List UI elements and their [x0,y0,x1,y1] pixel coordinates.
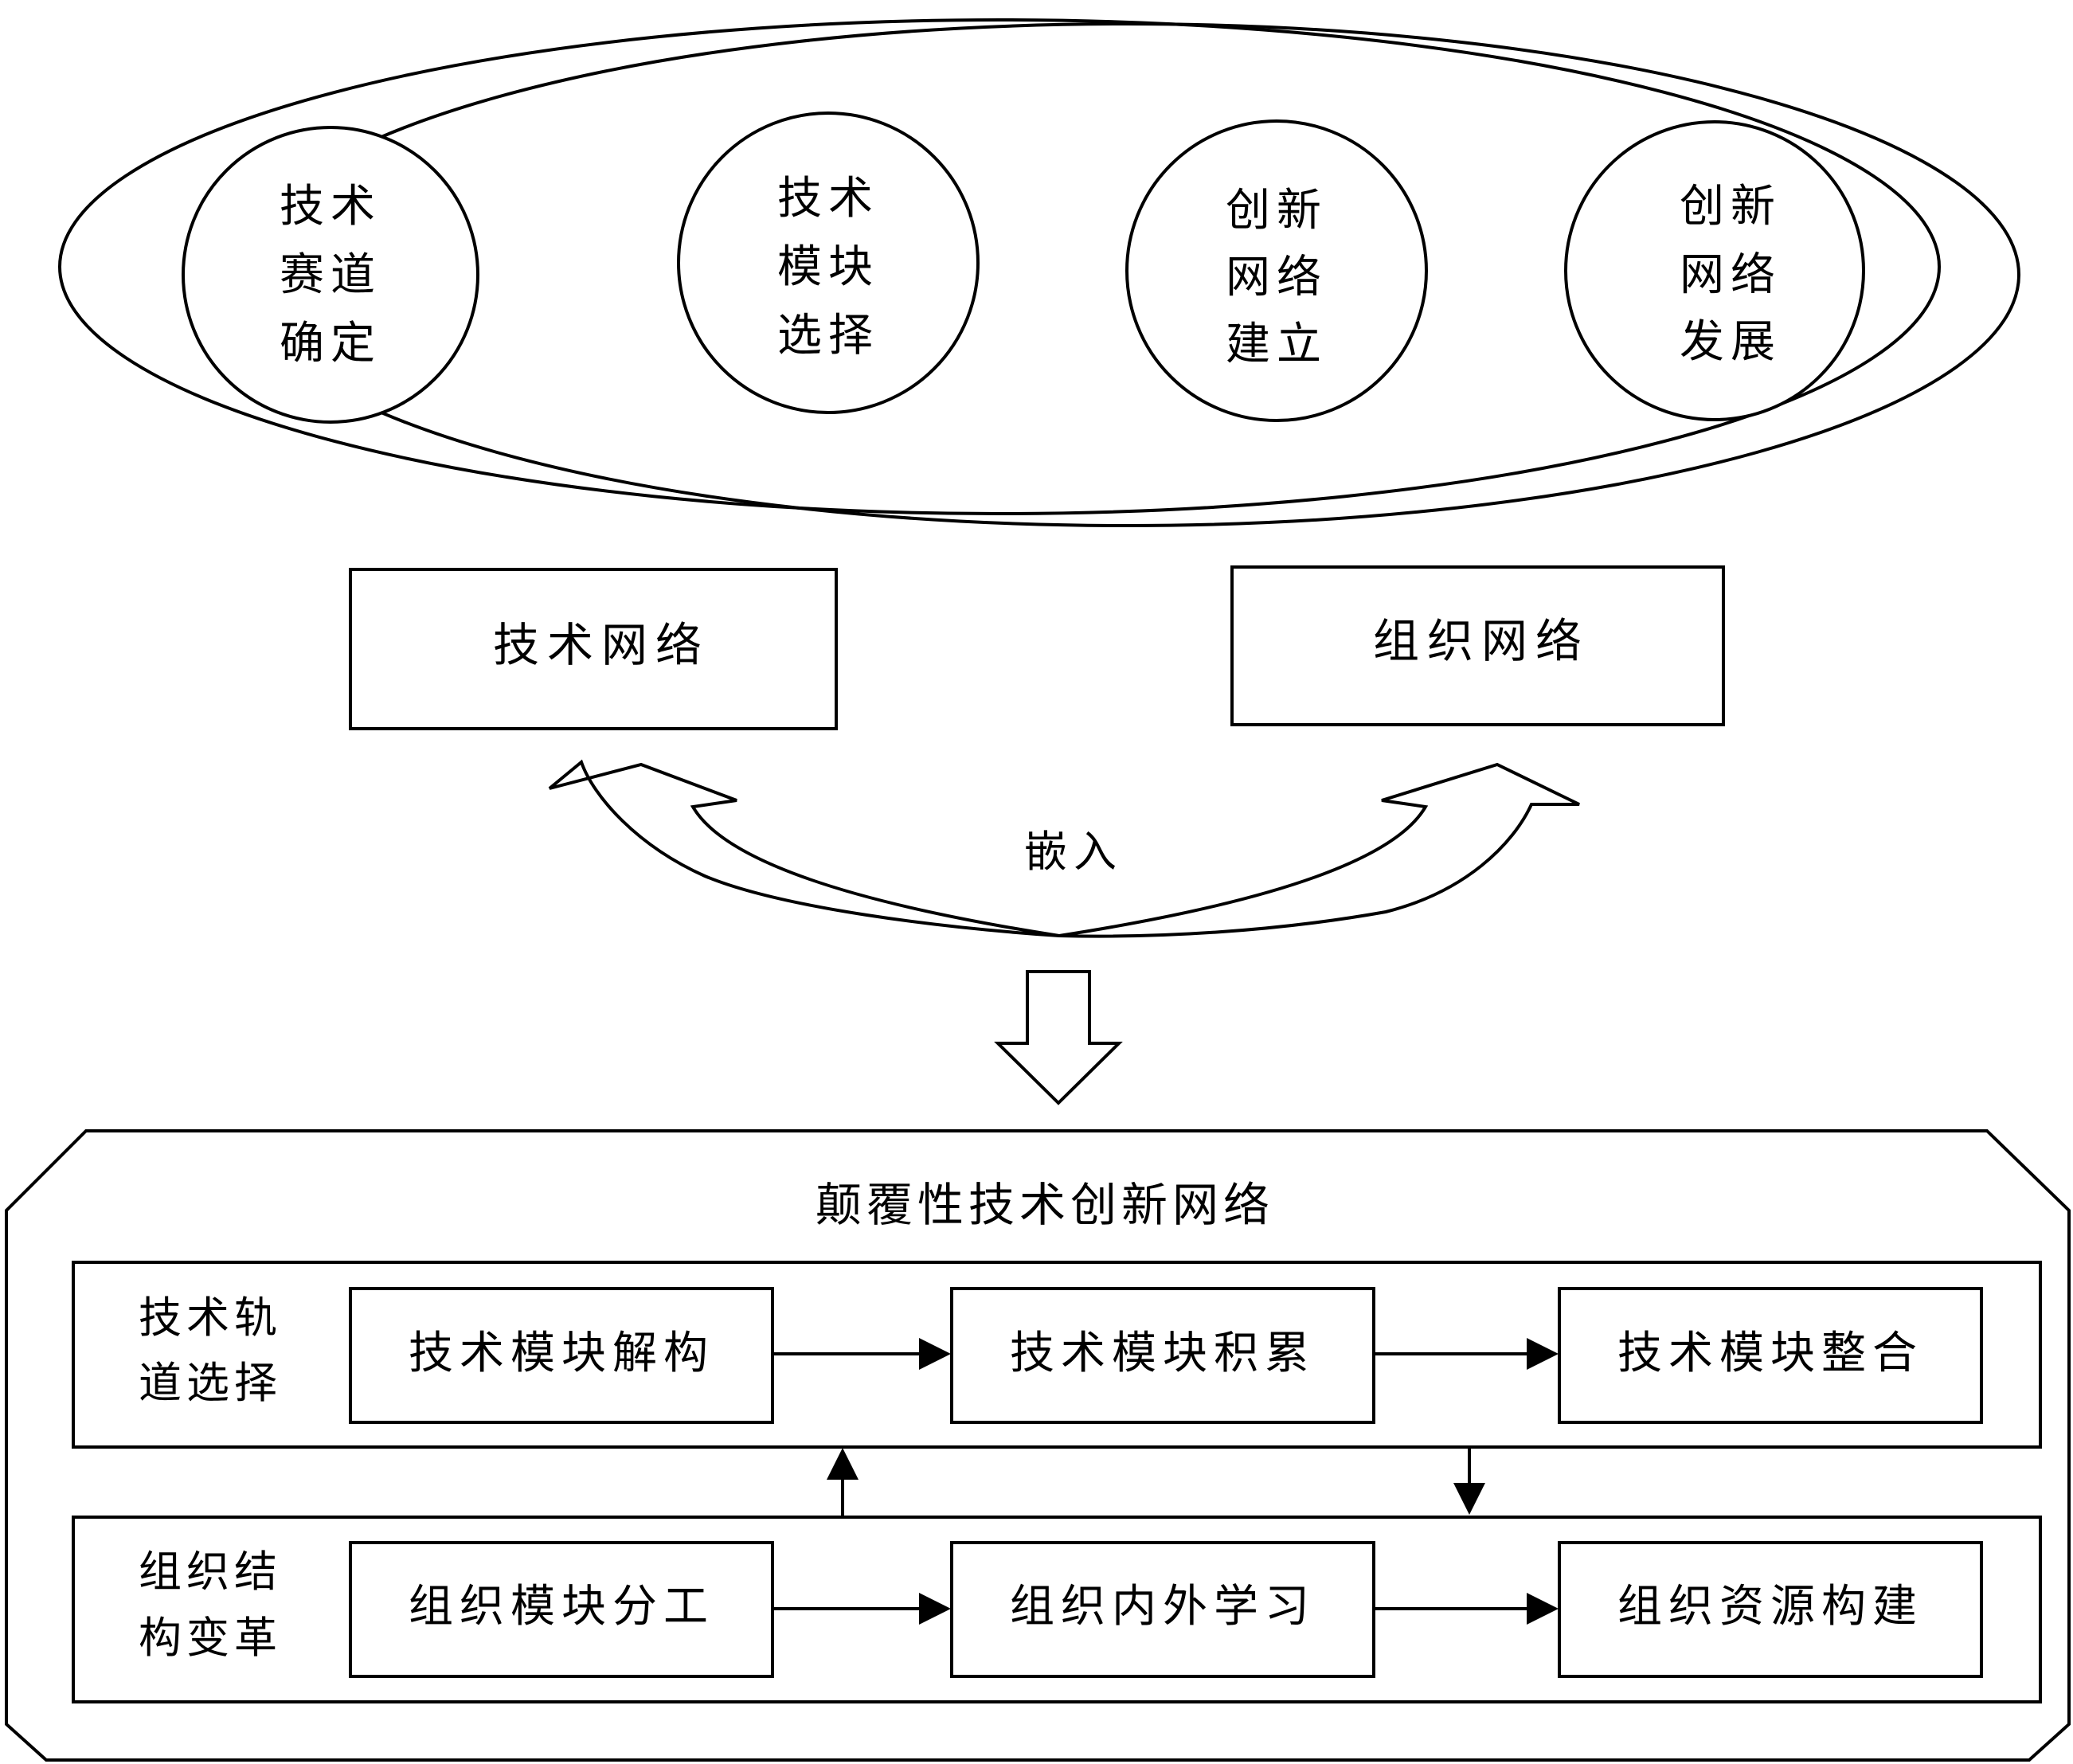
tech-step-deconstruct-label: 技术模块解构 [409,1328,714,1379]
technology-network-label: 技术网络 [493,618,710,672]
embed-label: 嵌入 [1024,827,1123,877]
phase-3-line-2: 网络 [1226,252,1328,303]
org-step-division-box [349,1541,774,1678]
embed-curved-arrow [548,759,1580,938]
org-step-learning-box [950,1541,1375,1678]
org-row-label-line-1: 组织结 [139,1547,282,1597]
tech-step-deconstruct-box [349,1287,774,1424]
org-step-division-label: 组织模块分工 [409,1581,714,1633]
tech-row-label-line-1: 技术轨 [139,1293,282,1343]
tech-step-integrate-box [1558,1287,1983,1424]
phase-1-line-1: 技术 [280,181,381,233]
hollow-down-arrow [994,970,1123,1105]
phase-3-line-1: 创新 [1226,185,1328,237]
phase-2-line-1: 技术 [777,173,879,225]
phase-1-line-2: 赛道 [280,249,381,301]
organization-network-box: 组织网络 [1230,565,1725,726]
innovation-network-title: 颠覆性技术创新网络 [816,1178,1274,1232]
phase-1-line-3: 确定 [280,318,381,370]
org-step-resources-label: 组织资源构建 [1617,1581,1923,1633]
tech-step-integrate-label: 技术模块整合 [1617,1328,1923,1379]
org-row-label-line-2: 构变革 [139,1613,282,1663]
phase-2-line-3: 选择 [777,310,879,362]
organization-network-label: 组织网络 [1373,614,1590,668]
phase-circle-track-determination: 技术 赛道 确定 [182,126,479,424]
technology-network-box: 技术网络 [349,568,838,730]
phase-4-line-3: 发展 [1680,316,1782,368]
org-step-resources-box [1558,1541,1983,1678]
phase-circle-network-establishment: 创新 网络 建立 [1125,119,1428,422]
phase-3-line-3: 建立 [1226,319,1328,370]
tech-row-label-line-2: 道选择 [139,1358,282,1408]
tech-step-accumulate-box [950,1287,1375,1424]
phase-4-line-2: 网络 [1680,249,1782,301]
left-large-ellipse [58,18,1941,515]
phase-4-line-1: 创新 [1680,181,1782,233]
phase-circle-network-development: 创新 网络 发展 [1564,120,1865,421]
phase-2-line-2: 模块 [777,241,879,293]
phase-circle-module-selection: 技术 模块 选择 [677,111,980,414]
tech-step-accumulate-label: 技术模块积累 [1010,1328,1316,1379]
org-step-learning-label: 组织内外学习 [1010,1581,1316,1633]
